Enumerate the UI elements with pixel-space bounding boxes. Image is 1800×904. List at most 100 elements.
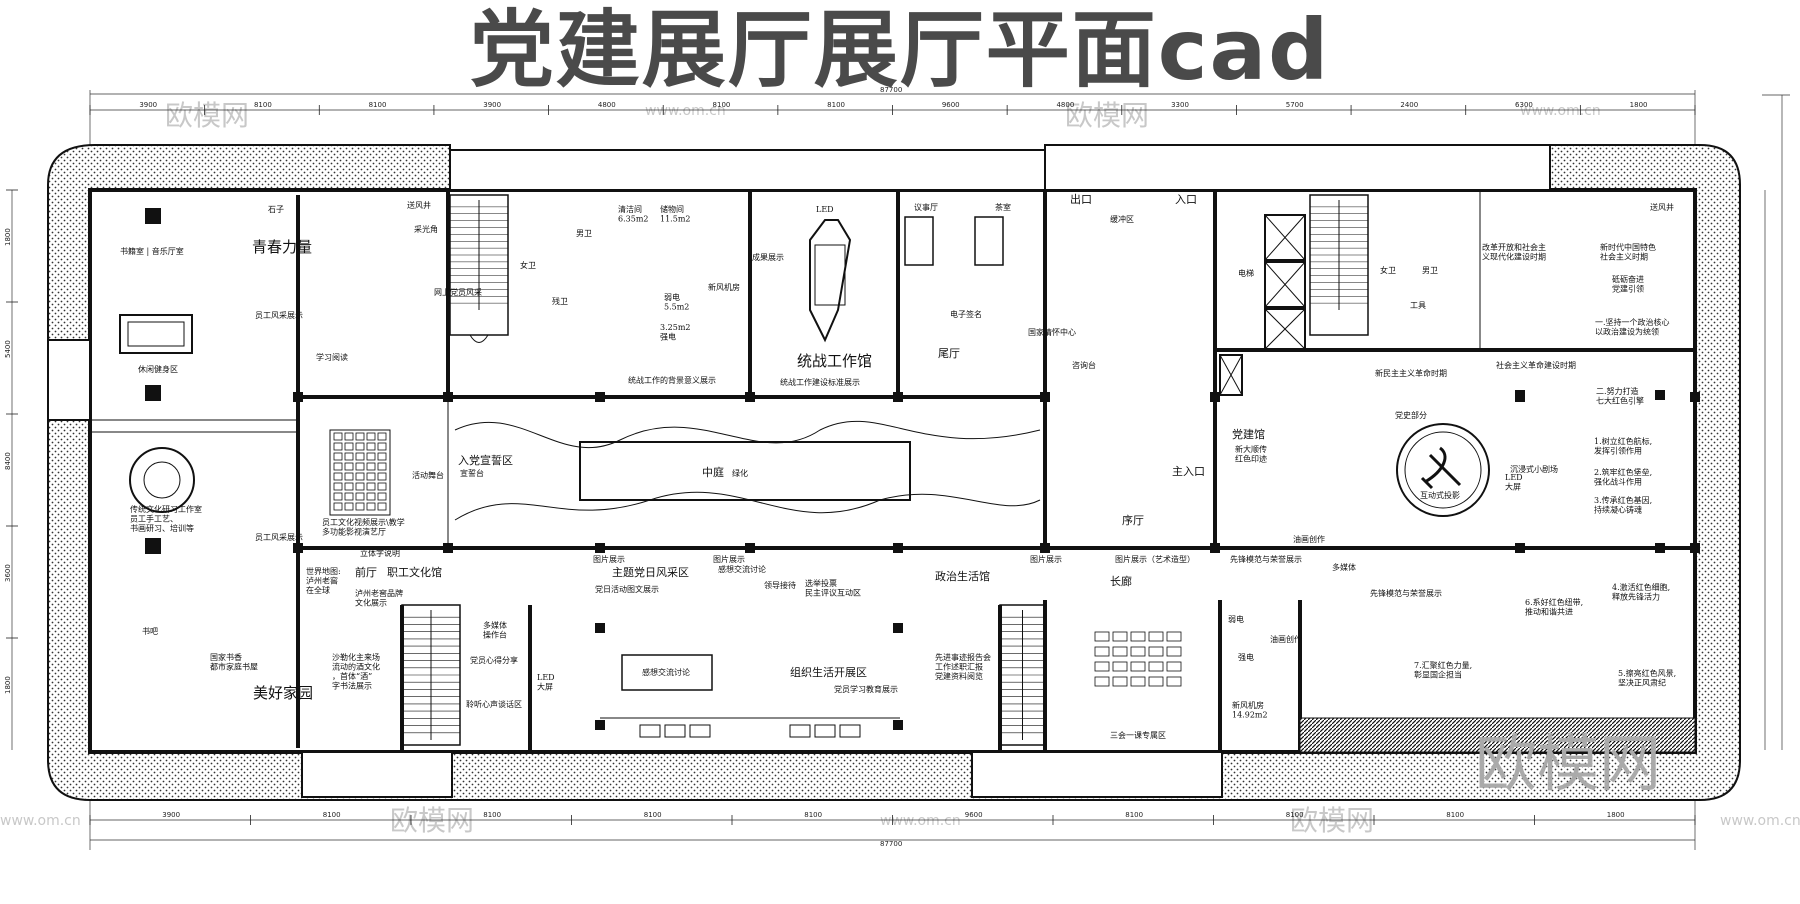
seat [1094,631,1110,642]
furniture-org-life [600,654,900,738]
furniture-fitness [119,208,193,554]
seat [355,492,365,501]
label-party-history: 党史部分 [1395,410,1427,420]
dimension-value: 8100 [1125,811,1143,819]
label-music: 书籍室 | 音乐厅室 [120,246,184,256]
label-nursery: 残卫 [552,296,568,306]
seat [377,452,387,461]
label-weak-2: 弱电 [1228,614,1244,624]
dimension-value: 8100 [713,101,731,109]
label-world-map: 世界地图:泸州老窖在全球 [306,566,341,595]
seat [377,432,387,441]
dimension-value: 8100 [369,101,387,109]
entry-porch-top-right [1044,144,1551,191]
seat [377,492,387,501]
label-uf-bg: 统战工作的背景意义展示 [628,375,716,385]
label-p4: 2.筑牢红色堡垒,强化战斗作用 [1594,467,1652,487]
column [595,392,605,402]
seat [344,452,354,461]
label-org-life: 组织生活开展区 [790,665,867,679]
seat [1166,631,1182,642]
party-emblem-icon [1396,423,1490,517]
dimension-value: 8100 [323,811,341,819]
seat [377,462,387,471]
label-p1: 一.坚持一个政治核心以政治建设为统领 [1595,317,1670,337]
dimension-value: 8100 [1446,811,1464,819]
seat [366,432,376,441]
dimension-value: 9600 [942,101,960,109]
column [595,720,605,730]
label-whisper: 聆听心声谈话区 [466,699,522,709]
seat [377,482,387,491]
label-meeting: 议事厅 [914,202,938,212]
column [1655,543,1665,553]
label-new-dem: 新民主主义革命时期 [1375,368,1447,378]
dimension-value: 1800 [1607,811,1625,819]
label-three: 三会一课专属区 [1110,730,1166,740]
label-pics-art: 图片展示（艺术造型） [1115,554,1195,564]
watermark-url: www.om.cn [1720,813,1800,829]
column [1515,390,1525,400]
label-thoughts: 感想交流讨论 [718,564,766,574]
label-lobby: 前厅 [355,565,377,579]
watermark-logo: 欧模网 [390,804,474,837]
seat [1112,646,1128,657]
label-p5: 3.传承红色基因,持续凝心铸魂 [1594,495,1652,515]
column [293,392,303,402]
dimension-value: 3600 [4,564,12,582]
label-flag-center: 国家情怀中心 [1028,327,1076,337]
column [1655,390,1665,400]
dimension-value: 3300 [1171,101,1189,109]
label-corner: 采光角 [414,224,438,234]
seat [333,502,343,511]
label-multi: 多媒体操作台 [483,620,507,640]
seat [366,492,376,501]
watermark-logo: 欧模网 [165,99,249,132]
seat [344,472,354,481]
column [1690,543,1700,553]
seat [1148,661,1164,672]
label-youth: 青春力量 [252,238,312,256]
label-p8: 5.擦亮红色风景,坚决正风肃纪 [1618,668,1676,688]
label-oil-2: 油画创作 [1270,634,1302,644]
label-wine-text: 沙勒化主来场流动的酒文化，首体“酒”字书法展示 [332,652,380,691]
label-p7: 6.系好红色纽带,推动和谐共进 [1525,597,1583,617]
label-oath: 入党宣誓区 [458,453,513,467]
dimension-value: 8100 [254,101,272,109]
label-male-wc: 男卫 [576,229,592,238]
seat [355,432,365,441]
label-strong-2: 强电 [1238,652,1254,662]
seat [1130,631,1146,642]
seat [1112,661,1128,672]
label-p6: 4.激活红色细胞,释放先锋活力 [1612,582,1670,602]
label-reform: 改革开放和社会主义现代化建设时期 [1482,242,1546,262]
label-media: 多媒体 [1332,562,1356,572]
side-entry-left [47,339,91,421]
dimension-value: 3900 [162,811,180,819]
label-pioneer: 先锋模范与荣誉展示 [1230,554,1302,564]
label-elevator: 电梯 [1238,268,1254,278]
label-tradition: 传统文化研习工作室员工手工艺、书画研习、培训等 [130,504,202,533]
seat [366,472,376,481]
label-ventshaft: 送风井 [407,200,431,210]
label-party-day: 主题党日风采区 [612,566,689,579]
dimension-value: 6300 [1515,101,1533,109]
stair-right-top [1309,194,1369,336]
label-interactive: 互动式投影 [1420,490,1460,500]
column [745,543,755,553]
seat [1112,676,1128,687]
dimension-value: 2400 [1400,101,1418,109]
column [745,392,755,402]
column [893,543,903,553]
label-vent-2: 送风井 [1650,202,1674,212]
seat [1166,676,1182,687]
drawing-title: 党建展厅展厅平面cad [469,1,1331,99]
seat [333,442,343,451]
seat [344,432,354,441]
label-wine-brand: 泸州老窖品牌文化展示 [355,588,403,608]
dimension-value: 8100 [827,101,845,109]
